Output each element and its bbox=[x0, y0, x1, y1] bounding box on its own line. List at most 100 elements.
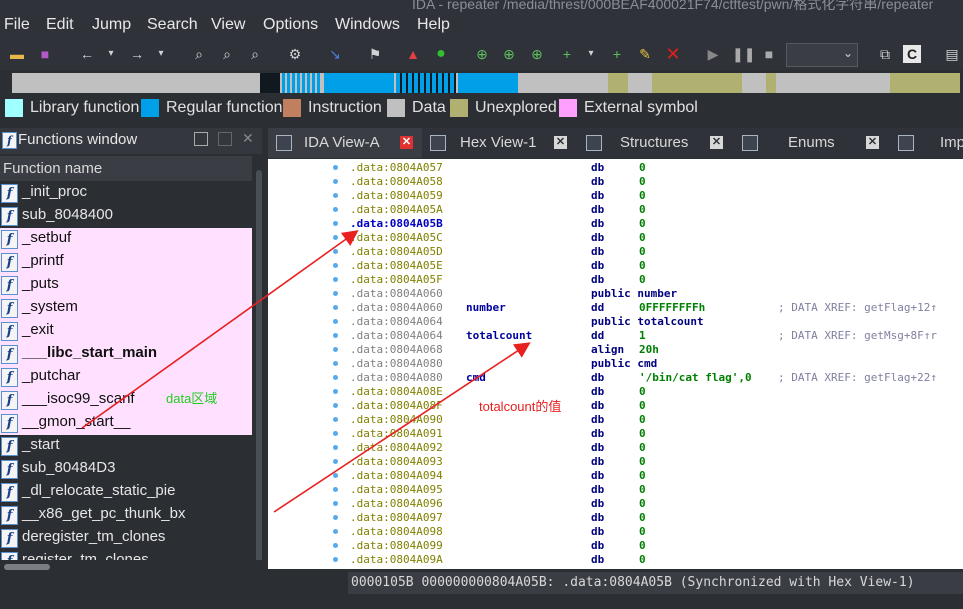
menu-jump[interactable]: Jump bbox=[92, 16, 132, 33]
breakpoint-dot[interactable] bbox=[333, 557, 338, 562]
run-script-icon[interactable]: ⚙ bbox=[288, 46, 302, 62]
search-text-icon[interactable]: ⌕ bbox=[195, 46, 203, 62]
start-debug-icon[interactable]: ▶ bbox=[707, 46, 719, 62]
navigation-strip[interactable] bbox=[12, 73, 960, 93]
function-row[interactable]: f_init_proc bbox=[0, 182, 252, 205]
tab-ida-view-a[interactable]: IDA View-A ✕ bbox=[268, 128, 422, 158]
menu-file[interactable]: File bbox=[4, 16, 30, 33]
breakpoint-dot[interactable] bbox=[333, 347, 338, 352]
tab-structures[interactable]: Structures ✕ bbox=[582, 128, 728, 158]
horizontal-scroll-thumb[interactable] bbox=[4, 564, 50, 570]
breakpoint-dot[interactable] bbox=[333, 403, 338, 408]
functions-vertical-scrollbar[interactable] bbox=[254, 156, 264, 576]
function-row[interactable]: f__x86_get_pc_thunk_bx bbox=[0, 504, 252, 527]
breakpoint-dot[interactable] bbox=[333, 263, 338, 268]
create-code-icon[interactable]: ⊕ bbox=[476, 46, 488, 62]
breakpoint-dot[interactable] bbox=[333, 515, 338, 520]
debugger-select[interactable]: ⌄ bbox=[786, 43, 858, 67]
breakpoint-dot[interactable] bbox=[333, 249, 338, 254]
function-row[interactable]: f_putchar bbox=[0, 366, 252, 389]
search-immediate-icon[interactable]: ⌕ bbox=[251, 46, 259, 62]
menu-view[interactable]: View bbox=[211, 16, 246, 33]
disasm-icon[interactable]: C bbox=[903, 45, 921, 63]
breakpoint-dot[interactable] bbox=[333, 459, 338, 464]
breakpoint-dot[interactable] bbox=[333, 473, 338, 478]
pause-icon[interactable]: ❚❚ bbox=[732, 46, 756, 62]
warning-icon[interactable]: ▲ bbox=[406, 46, 420, 62]
back-dropdown-icon[interactable]: ▾ bbox=[108, 48, 114, 59]
function-row[interactable]: f_puts bbox=[0, 274, 252, 297]
save-icon[interactable]: ■ bbox=[40, 46, 50, 62]
breakpoint-dot[interactable] bbox=[333, 529, 338, 534]
tab-close-icon[interactable]: ✕ bbox=[710, 136, 723, 149]
breakpoint-dot[interactable] bbox=[333, 389, 338, 394]
breakpoint-dot[interactable] bbox=[333, 543, 338, 548]
create-data-icon[interactable]: ⊕ bbox=[503, 46, 515, 62]
status-green-icon[interactable]: ● bbox=[436, 45, 446, 62]
create-string-icon[interactable]: ⊕ bbox=[531, 46, 543, 62]
attach-icon[interactable]: ⧉ bbox=[880, 46, 890, 62]
function-row[interactable]: f_setbuf bbox=[0, 228, 252, 251]
breakpoint-dot[interactable] bbox=[333, 445, 338, 450]
search-binary-icon[interactable]: ⌕ bbox=[223, 46, 231, 62]
breakpoint-dot[interactable] bbox=[333, 333, 338, 338]
breakpoint-dot[interactable] bbox=[333, 235, 338, 240]
pin-icon[interactable] bbox=[218, 132, 232, 146]
breakpoint-dot[interactable] bbox=[333, 277, 338, 282]
breakpoint-dot[interactable] bbox=[333, 361, 338, 366]
menu-help[interactable]: Help bbox=[417, 16, 450, 33]
function-row[interactable]: f__gmon_start__ bbox=[0, 412, 252, 435]
back-icon[interactable]: ← bbox=[80, 46, 94, 62]
menu-search[interactable]: Search bbox=[147, 16, 198, 33]
breakpoint-dot[interactable] bbox=[333, 193, 338, 198]
menu-edit[interactable]: Edit bbox=[46, 16, 74, 33]
function-row[interactable]: f_exit bbox=[0, 320, 252, 343]
create-struct-icon[interactable]: + bbox=[562, 46, 572, 62]
vertical-scroll-thumb[interactable] bbox=[256, 170, 262, 576]
function-row[interactable]: f_system bbox=[0, 297, 252, 320]
tab-close-icon[interactable]: ✕ bbox=[554, 136, 567, 149]
tab-close-icon[interactable]: ✕ bbox=[400, 136, 413, 149]
breakpoint-dot[interactable] bbox=[333, 165, 338, 170]
tab-hex-view[interactable]: Hex View-1 ✕ bbox=[424, 128, 570, 158]
forward-dropdown-icon[interactable]: ▾ bbox=[158, 48, 164, 59]
menu-windows[interactable]: Windows bbox=[335, 16, 400, 33]
options-icon[interactable]: ▤ bbox=[945, 46, 959, 62]
edit-function-icon[interactable]: ✎ bbox=[639, 46, 651, 62]
navigation-band[interactable] bbox=[0, 70, 963, 96]
breakpoint-dot[interactable] bbox=[333, 375, 338, 380]
close-icon[interactable]: ✕ bbox=[242, 130, 254, 146]
delete-icon[interactable]: ✕ bbox=[665, 44, 681, 64]
forward-icon[interactable]: → bbox=[130, 46, 144, 62]
tab-enums[interactable]: Enums ✕ bbox=[738, 128, 884, 158]
breakpoint-dot[interactable] bbox=[333, 431, 338, 436]
float-icon[interactable] bbox=[194, 132, 208, 146]
